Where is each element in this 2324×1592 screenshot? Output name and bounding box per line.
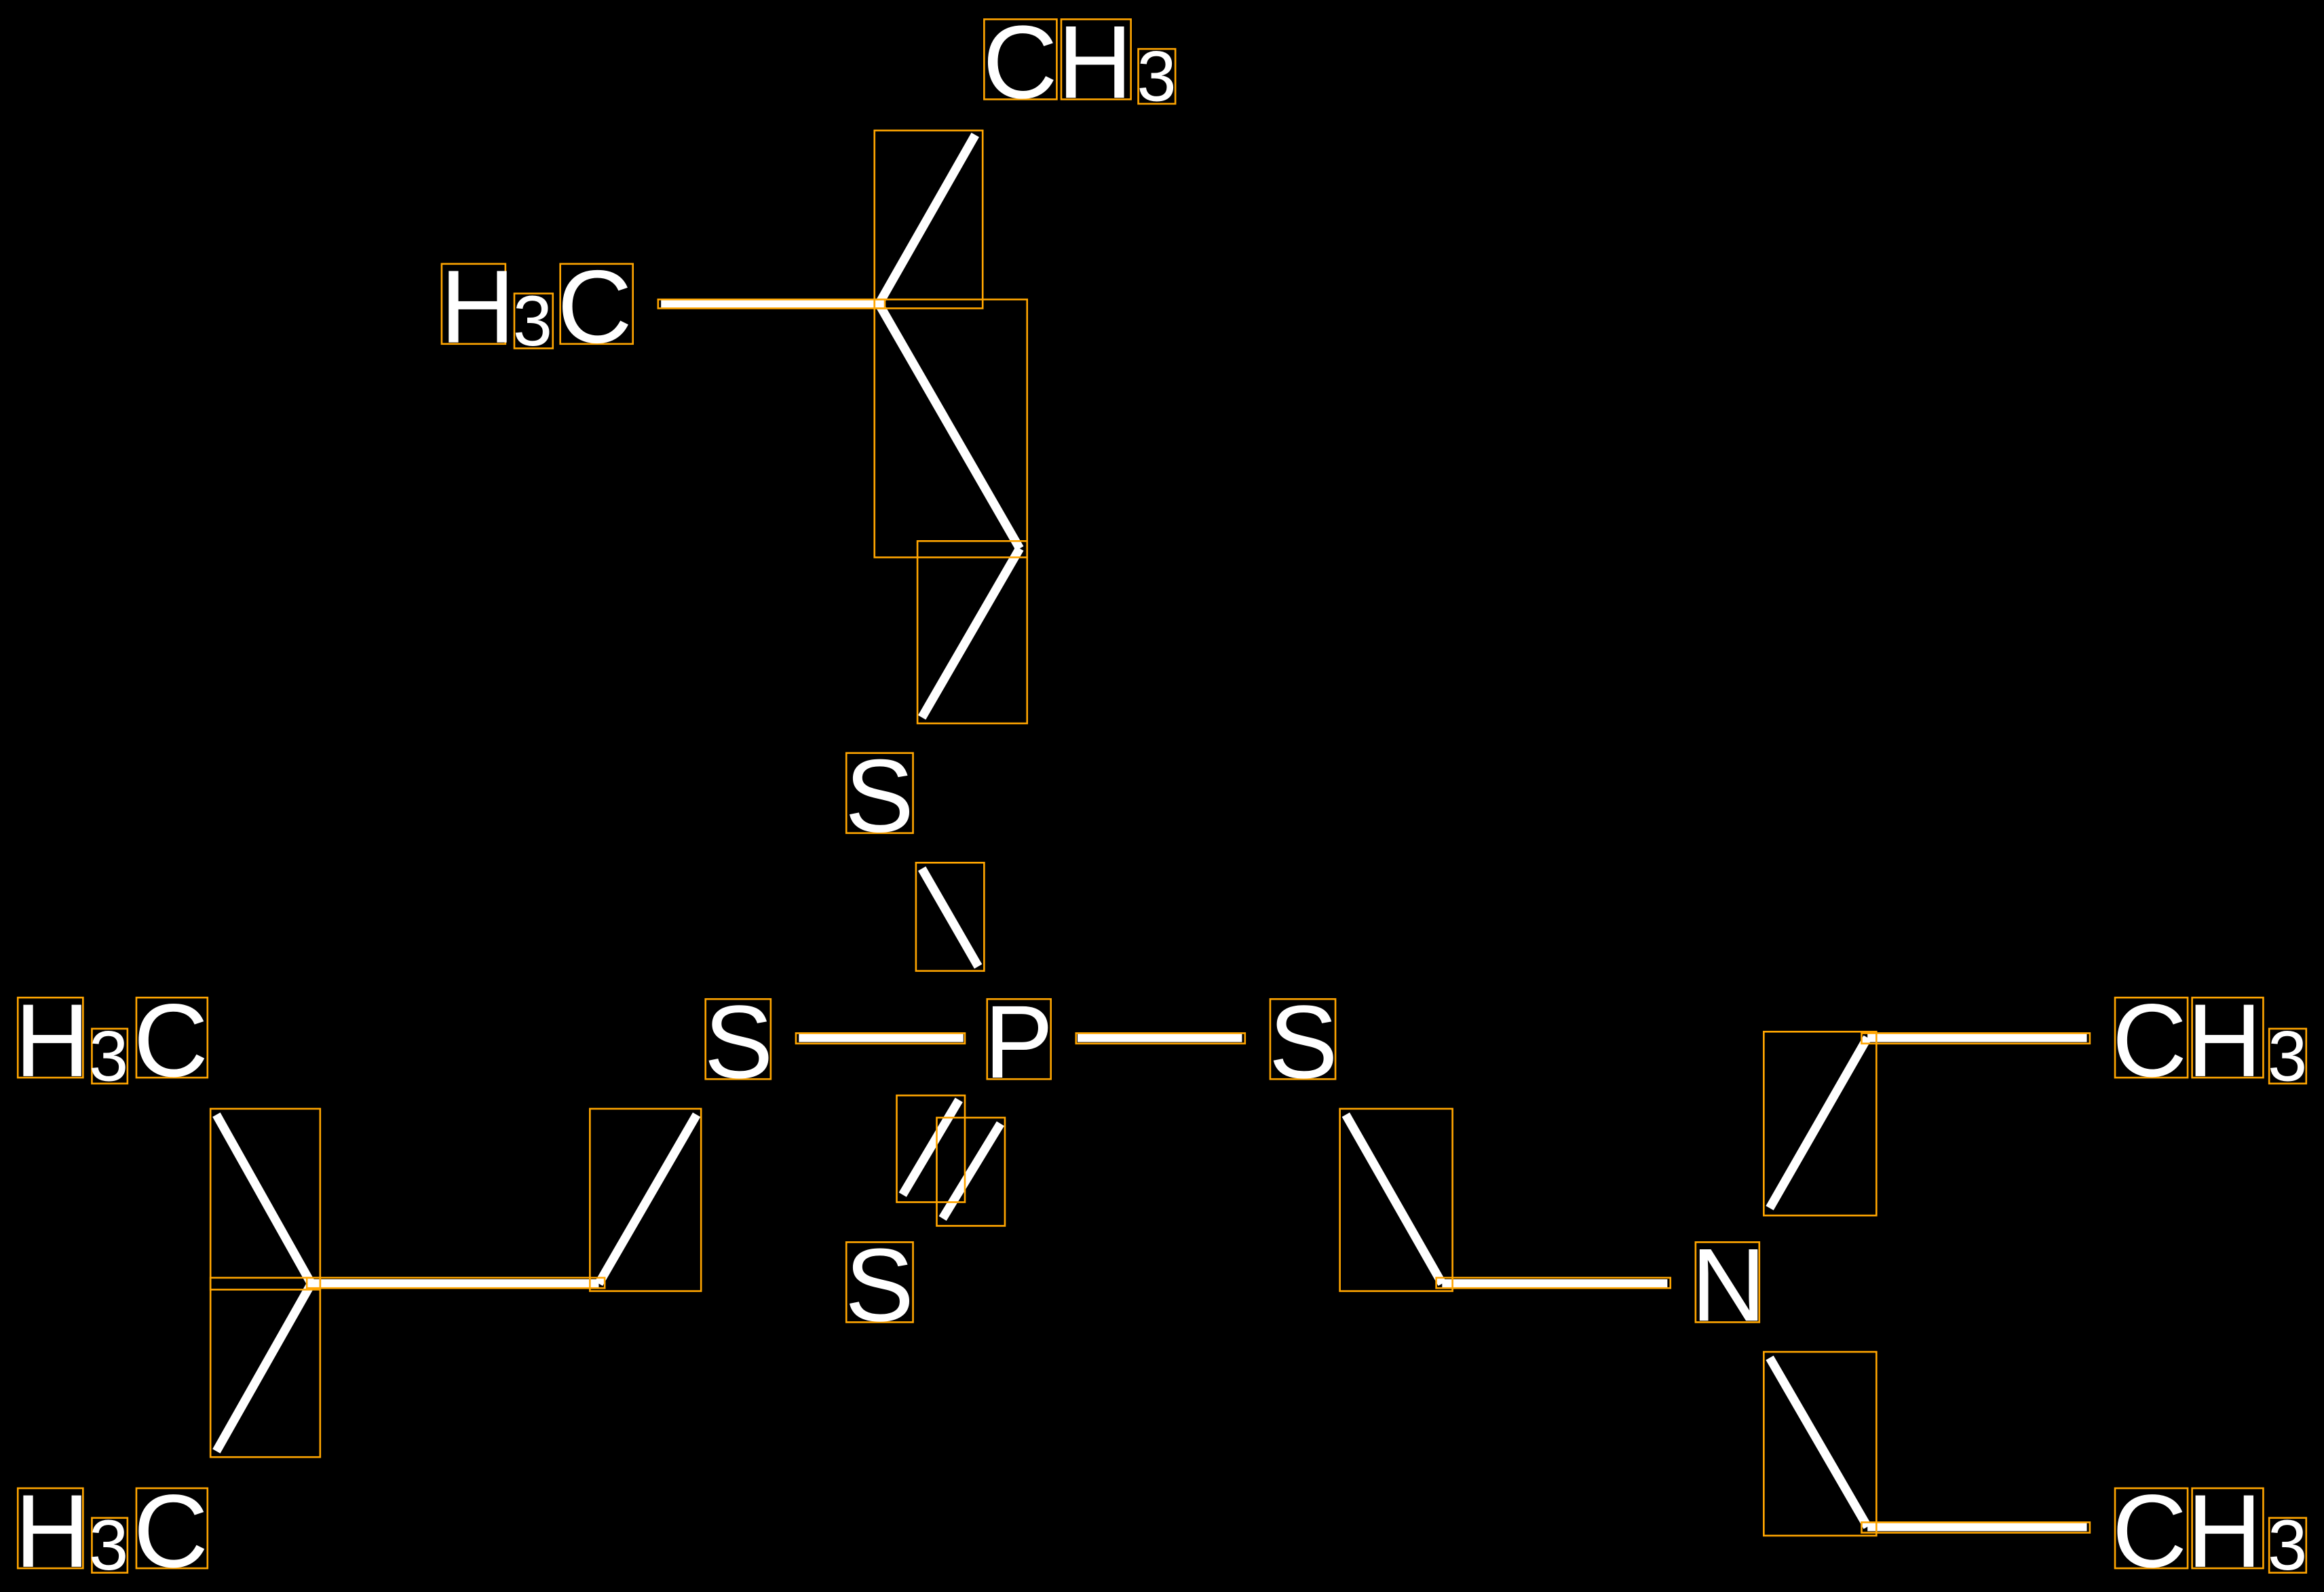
bbox [896,1094,966,1203]
bbox [704,998,772,1080]
bond [1766,1355,1871,1530]
bond [875,301,1024,551]
bbox [305,1276,606,1289]
atom-subscript: 3 [1137,37,1176,117]
atom-upper-h3c: H 3 C [440,250,632,365]
bbox [873,298,1029,558]
bbox [1075,1032,1246,1045]
bond [212,1112,316,1286]
atom-right-ch3-top: CH 3 [2112,983,2308,1099]
atom-subscript: 3 [89,1017,128,1096]
atom-top-ch3: CH 3 [983,5,1176,120]
bbox [795,1032,966,1045]
atom-left-h3c-bottom: H 3 C [15,1474,208,1589]
bbox [2268,1517,2308,1574]
atom-symbol: CH [2112,1474,2262,1589]
bbox [2268,1027,2308,1085]
bbox [1763,1030,1878,1217]
atom-labels: CH 3 H 3 C S S P S S H 3 C H 3 C N CH 3 … [15,5,2307,1589]
bbox [209,1276,322,1458]
atom-p: P [984,985,1053,1100]
atom-symbol: C [134,983,208,1099]
atom-subscript: 3 [513,282,552,361]
bbox [559,263,634,345]
atom-subscript: 3 [89,1506,128,1585]
bond [917,866,983,969]
bbox [915,861,985,972]
atom-symbol: C [557,250,632,365]
atom-symbol: CH [983,5,1132,120]
bbox [1339,1107,1453,1292]
bbox [135,1487,209,1570]
atom-symbol: H [440,250,515,365]
bbox [16,996,84,1079]
bbox [16,1487,84,1570]
bbox [1861,1521,2091,1534]
bbox [936,1116,1006,1227]
atom-s-lower: S [845,1228,914,1343]
atom-right-ch3-bottom: CH 3 [2112,1474,2308,1589]
bond [875,132,979,307]
bbox [440,263,507,345]
bbox [513,292,554,349]
atom-s-left: S [704,985,774,1100]
bbox [589,1107,702,1292]
bbox [1861,1032,2091,1045]
bbox [1435,1276,1672,1289]
bbox [845,1241,914,1323]
bbox [657,298,886,309]
bbox [209,1107,322,1291]
bbox [916,539,1029,725]
bbox [1763,1350,1878,1537]
bbox [1137,48,1177,105]
atom-symbol: CH [2112,983,2262,1099]
bond [594,1112,701,1286]
bounding-boxes [16,18,2308,1574]
bbox [91,1027,129,1085]
bbox [2191,1487,2264,1570]
atom-s-right: S [1269,985,1338,1100]
bond [212,1281,316,1454]
bbox [1694,1241,1761,1323]
bond [1341,1112,1447,1286]
atom-symbol: H [15,983,90,1099]
bbox [1269,998,1337,1080]
bbox [986,998,1052,1080]
bbox [983,18,1058,100]
bond [1766,1035,1871,1211]
bbox [91,1517,129,1574]
atom-symbol: C [134,1474,208,1589]
atom-s-upper: S [845,738,914,854]
atom-symbol: H [15,1474,90,1589]
bbox [873,129,984,309]
bbox [845,752,914,834]
atom-subscript: 3 [2268,1017,2307,1096]
bbox [2191,996,2264,1079]
bonds [212,132,2087,1532]
bbox [2114,1487,2189,1570]
double-bond-line [898,1097,963,1197]
bbox [135,996,209,1079]
bbox [1060,18,1132,100]
bbox [2114,996,2189,1079]
atom-n: N [1691,1228,1766,1343]
bond [917,546,1024,720]
atom-subscript: 3 [2268,1506,2307,1585]
atom-left-h3c-top: H 3 C [15,983,208,1099]
